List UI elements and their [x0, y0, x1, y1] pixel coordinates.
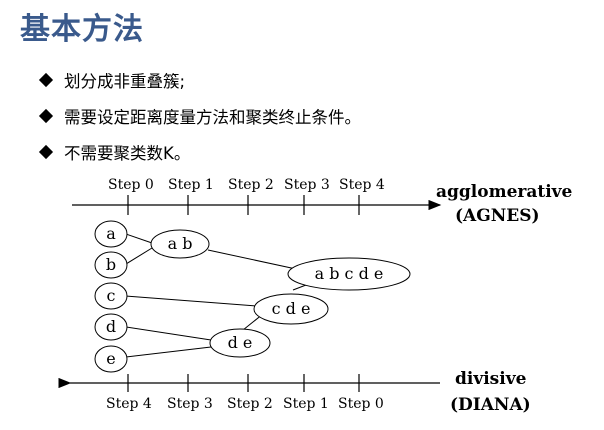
bullet-text: 不需要聚类数K。 — [64, 144, 191, 163]
node-b-label: b — [106, 255, 116, 274]
bottom-step-label: Step 1 — [283, 396, 329, 412]
bullet-item: 需要设定距离度量方法和聚类终止条件。 — [38, 98, 361, 134]
node-b — [94, 251, 128, 279]
bottom-step-label: Step 3 — [167, 396, 213, 412]
bullet-text: 划分成非重叠簇; — [64, 72, 186, 91]
node-cde-label: c d e — [272, 299, 311, 318]
bullet-item: 划分成非重叠簇; — [38, 62, 361, 98]
node-de-label: d e — [228, 333, 253, 352]
node-abcde-label: a b c d e — [315, 264, 384, 283]
bottom-step-label: Step 4 — [106, 396, 152, 412]
diana-abbr: (DIANA) — [450, 395, 531, 415]
link-line — [207, 249, 297, 270]
node-ab — [150, 229, 210, 259]
bottom-step-label: Step 2 — [227, 396, 273, 412]
link-line — [292, 284, 307, 291]
top-step-label: Step 1 — [168, 177, 214, 193]
top-step-label: Step 2 — [228, 177, 274, 193]
link-line — [125, 346, 212, 358]
bullet-list: 划分成非重叠簇; 需要设定距离度量方法和聚类终止条件。 不需要聚类数K。 — [38, 62, 361, 170]
node-ab-label: a b — [168, 234, 193, 253]
top-step-label: Step 3 — [284, 177, 330, 193]
bullet-item: 不需要聚类数K。 — [38, 134, 361, 170]
node-a — [94, 220, 128, 248]
agnes-abbr: (AGNES) — [455, 206, 540, 226]
node-de — [209, 328, 271, 358]
node-e — [94, 345, 128, 373]
node-cde — [253, 293, 329, 325]
link-line — [125, 295, 257, 307]
link-line — [125, 247, 153, 265]
divisive-label: divisive — [455, 369, 527, 389]
node-c-label: c — [107, 286, 116, 305]
bottom-step-label: Step 0 — [338, 396, 384, 412]
link-line — [125, 233, 153, 244]
top-step-label: Step 4 — [339, 177, 385, 193]
node-c — [94, 282, 128, 310]
node-d — [94, 313, 128, 341]
node-a-label: a — [106, 224, 116, 243]
bullet-text: 需要设定距离度量方法和聚类终止条件。 — [64, 108, 361, 127]
slide-title: 基本方法 — [20, 12, 144, 47]
agglomerative-label: agglomerative — [436, 182, 573, 202]
link-line — [125, 326, 212, 341]
top-step-label: Step 0 — [108, 177, 154, 193]
node-d-label: d — [106, 317, 116, 336]
node-e-label: e — [106, 349, 115, 368]
node-abcde — [287, 257, 411, 291]
